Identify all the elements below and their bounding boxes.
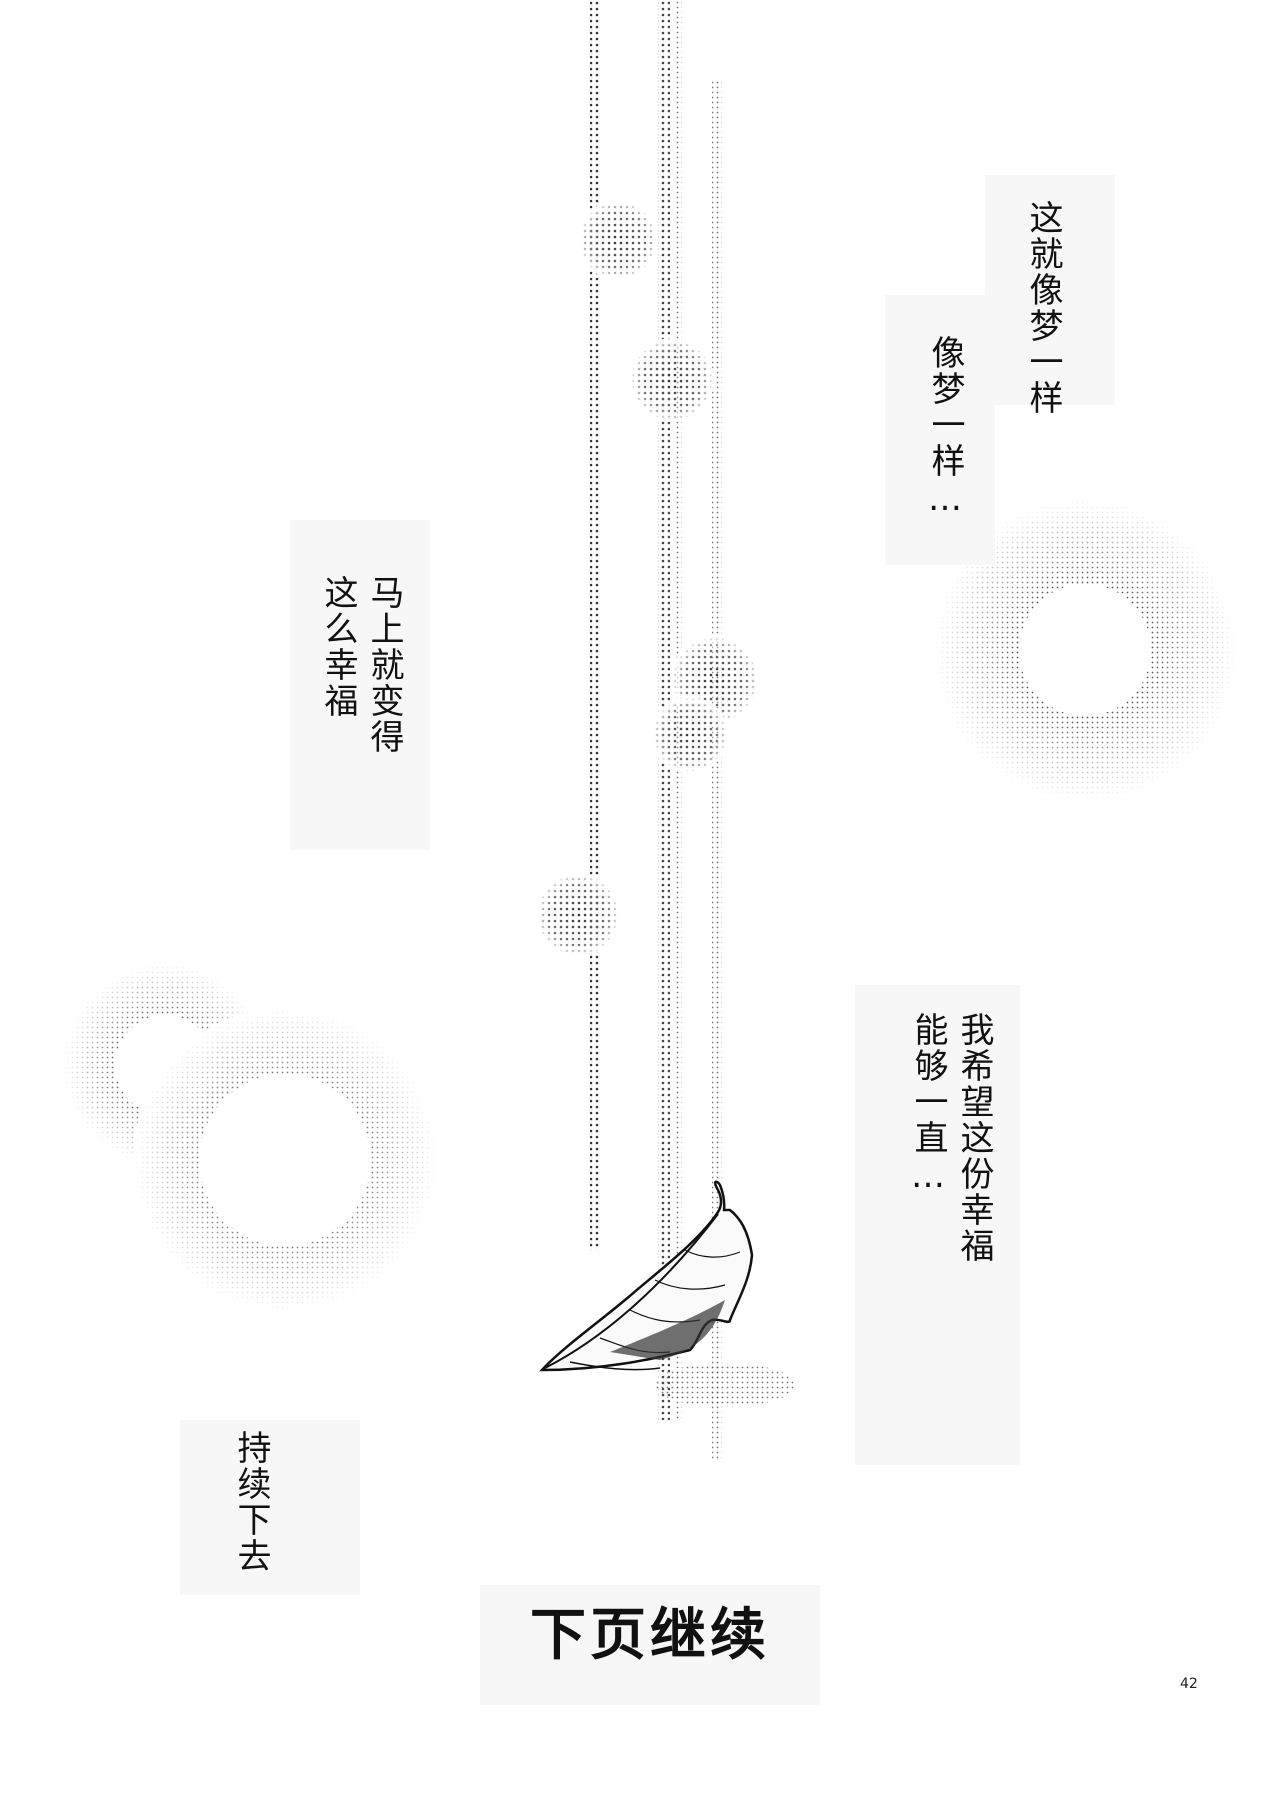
caption-bg-dream	[985, 175, 1115, 405]
caption-bg-happy	[290, 520, 430, 850]
caption-happy: 马上就变得 这么幸福	[318, 575, 404, 755]
halftone-blobs	[536, 200, 759, 957]
page-number: 42	[1180, 1676, 1198, 1692]
caption-dream: 这就像梦一样	[1023, 200, 1063, 416]
next-page-bg	[480, 1585, 820, 1705]
halftone-circles	[63, 498, 1237, 1312]
caption-dream-repeat: 像梦一样…	[925, 335, 965, 521]
caption-bg-wish	[855, 985, 1020, 1465]
caption-wish: 我希望这份幸福 能够一直…	[908, 1012, 994, 1264]
caption-bg-dream-2	[885, 295, 995, 565]
caption-continue: 持续下去	[231, 1430, 271, 1574]
next-page-label: 下页继续	[530, 1602, 770, 1668]
fallen-leaf	[539, 1180, 795, 1407]
caption-bg-continue	[180, 1420, 360, 1595]
